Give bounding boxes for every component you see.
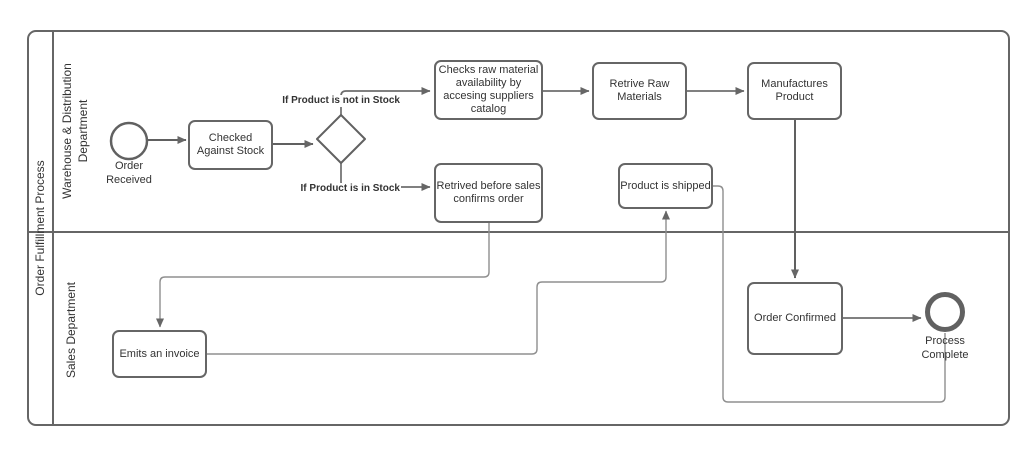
task-label-line: Emits an invoice [119,347,200,360]
task-label-line: Against Stock [196,145,265,157]
task-label-line: Retrive Raw [609,78,670,90]
task-label-line: Order Confirmed [754,312,836,324]
task-retrive-raw-materials[interactable]: Retrive Raw Materials [592,62,687,120]
lane-divider [28,231,1009,233]
task-emits-an-invoice[interactable]: Emits an invoice [112,330,207,378]
task-order-confirmed[interactable]: Order Confirmed [747,282,843,355]
lane-label-sales: Sales Department [64,281,78,379]
start-event-label-line: Received [106,174,152,186]
edge-label-not-in-stock: If Product is not in Stock [281,95,401,107]
task-label-line: Checks raw material [438,64,539,76]
task-label-line: Retrived before sales [436,180,541,192]
task-label-line: catalog [470,103,507,115]
task-label-line: Product [775,91,814,103]
task-label-line: availability by [455,77,522,89]
task-label-line: Manufactures [761,78,828,90]
task-retrived-before-sales[interactable]: Retrived before sales confirms order [434,163,543,223]
task-label-line: confirms order [453,193,524,205]
task-label-line: Product is shipped [620,179,711,192]
pool-border [27,30,1010,426]
start-event-label: Order Received [89,159,169,187]
pool-title: Order Fulfillment Process [33,160,47,296]
task-product-is-shipped[interactable]: Product is shipped [618,163,713,209]
end-event-label: Process Complete [905,334,985,362]
end-event-label-line: Process [925,335,965,347]
end-event-label-line: Complete [921,349,969,361]
task-label-line: Checked [208,132,253,144]
task-checked-against-stock[interactable]: Checked Against Stock [188,120,273,170]
task-label-line: accesing suppliers [443,90,534,102]
start-event-label-line: Order [114,160,144,172]
task-label-line: Materials [617,91,662,103]
task-manufactures-product[interactable]: Manufactures Product [747,62,842,120]
pool-title-divider [52,31,54,425]
edge-label-in-stock: If Product is in Stock [299,183,401,195]
task-checks-raw-material[interactable]: Checks raw material availability by acce… [434,60,543,120]
